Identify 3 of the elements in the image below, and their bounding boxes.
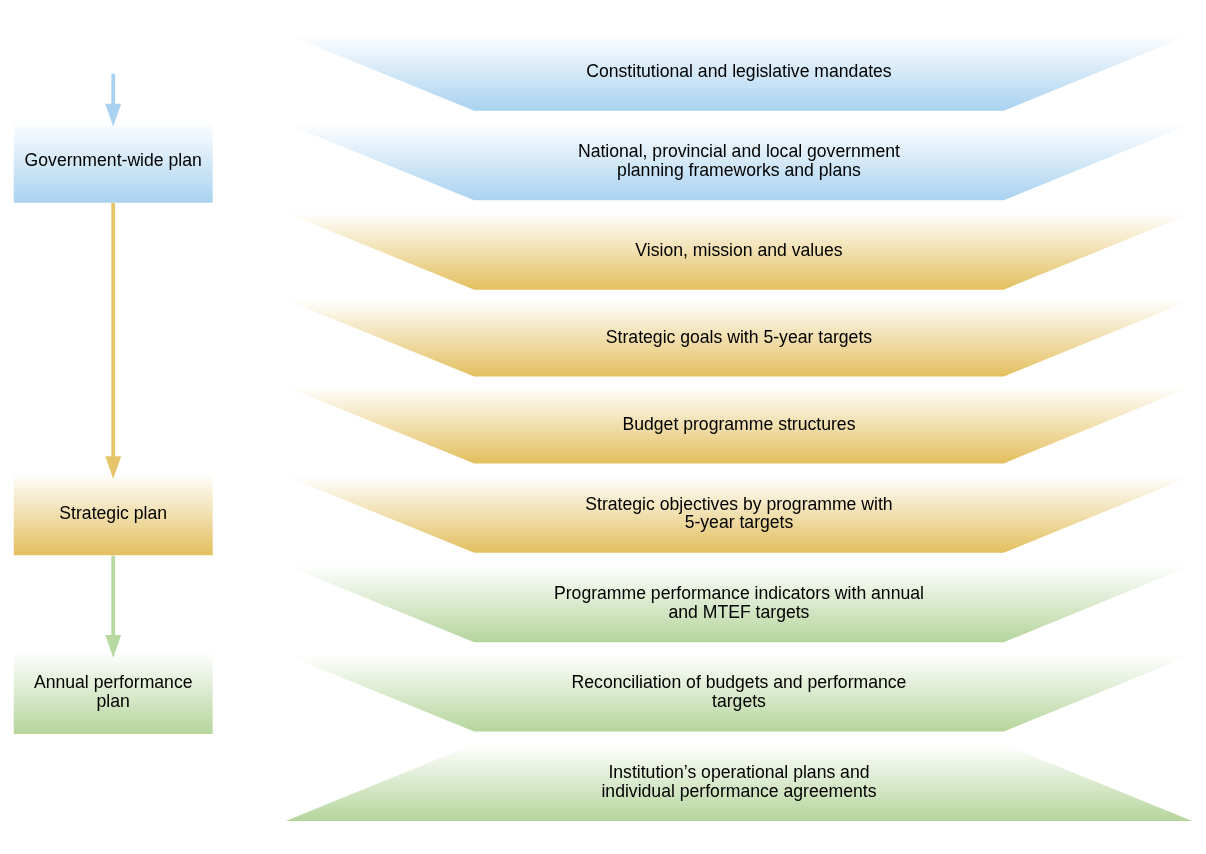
arrow bbox=[105, 555, 122, 658]
arrow bbox=[105, 73, 122, 126]
arrow bbox=[105, 202, 122, 479]
